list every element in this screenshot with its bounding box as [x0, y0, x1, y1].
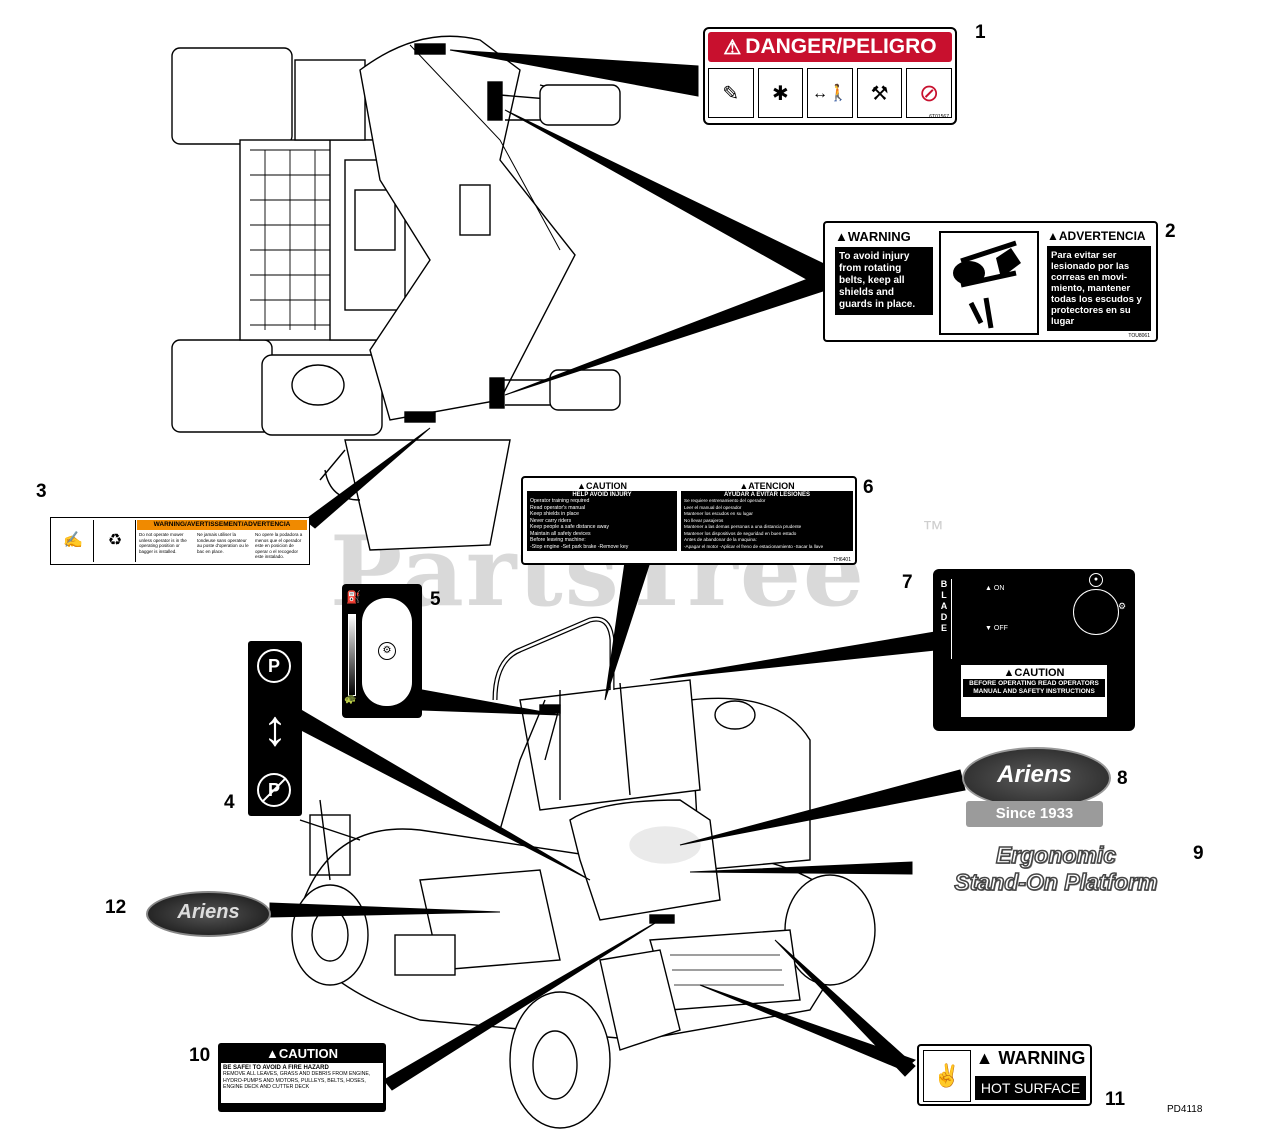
warning-triangle-icon: ▲ — [1047, 229, 1059, 243]
fire-caution-title: ▲CAUTION — [265, 1046, 339, 1061]
warning-triangle-icon: ⚠ — [723, 36, 742, 59]
callout-9: 9 — [1193, 843, 1204, 864]
fire-caution-body: BE SAFE! TO AVOID A FIRE HAZARD REMOVE A… — [221, 1063, 383, 1103]
op-text-fr: Ne jamais utiliser la tondeuse sans oper… — [197, 532, 249, 554]
no-foot-icon: ⊘ — [906, 68, 952, 118]
decal-hot-surface: ✌ ▲ WARNING HOT SURFACE — [917, 1044, 1092, 1106]
engine-icon: ⚙ — [378, 642, 396, 660]
caution-en-sub: HELP AVOID INJURY — [572, 492, 632, 498]
read-manual-icon: ✎ — [708, 68, 754, 118]
decal-fire-hazard: ▲CAUTION BE SAFE! TO AVOID A FIRE HAZARD… — [218, 1043, 386, 1112]
fuel-icon: ⛽ — [346, 590, 361, 604]
blade-bracket — [951, 579, 952, 659]
decal-ariens-oval: Ariens — [146, 891, 271, 937]
since-1933: Since 1933 — [966, 801, 1103, 827]
callout-7: 7 — [902, 572, 913, 593]
warning-triangle-icon: ▲ — [835, 229, 848, 244]
ariens-oval-text: Ariens — [177, 901, 240, 923]
blade-caution-text: BEFORE OPERATING READ OPERATORS MANUAL A… — [963, 679, 1105, 697]
blade-on: ▲ ON — [985, 585, 1005, 592]
callout-5: 5 — [430, 589, 441, 610]
warning-triangle-icon: ▲ — [1003, 667, 1015, 679]
decal-park-brake: P ↕ P — [248, 641, 302, 816]
warning-triangle-icon: ▲ — [739, 481, 749, 491]
throttle-ramp-icon — [348, 614, 356, 696]
hot-surface-text: HOT SURFACE — [975, 1076, 1086, 1100]
op-text-en: Do not operate mower unless operator is … — [139, 532, 187, 554]
watermark-tm: ™ — [922, 516, 944, 541]
decal-ariens-badge: Ariens Since 1933 — [962, 747, 1111, 829]
blade-side-label: BLADE — [940, 579, 948, 633]
remove-key-icon: ⚒ — [856, 68, 903, 118]
ergonomic-line1: Ergonomic — [995, 841, 1117, 869]
callout-6: 6 — [863, 477, 874, 498]
callout-2: 2 — [1165, 221, 1176, 242]
callout-8: 8 — [1117, 768, 1128, 789]
caution-es: ▲ATENCION AYUDAR A EVITAR LESIONES Se re… — [681, 481, 853, 551]
decal2-code: TOU8061 — [1128, 333, 1150, 339]
belt-warning-right: ▲ADVERTENCIA Para evitar ser lesionado p… — [1047, 229, 1151, 331]
blade-caution-box: ▲CAUTION BEFORE OPERATING READ OPERATORS… — [961, 665, 1107, 717]
decal-operator-presence: ✍ ♻ WARNING/AVERTISSEMENT/ADVERTENCIA Do… — [50, 517, 310, 565]
blade-off: ▼ OFF — [985, 625, 1008, 632]
decal-caution-bilingual: ▲CAUTION HELP AVOID INJURY Operator trai… — [521, 476, 857, 565]
keep-away-icon: ↔🚶 — [807, 68, 853, 118]
engine-start-icon: ⚙ — [1118, 601, 1127, 611]
op-text-es: No opere la podadora a menos que el oper… — [255, 532, 303, 559]
callout-11: 11 — [1105, 1089, 1126, 1110]
callout-12: 12 — [105, 897, 127, 918]
danger-header: ⚠ DANGER/PELIGRO — [708, 32, 952, 62]
decal-throttle: ⛽ 🐢 ⚙ — [342, 584, 422, 718]
no-park-icon: P — [257, 773, 291, 807]
callout-10: 10 — [189, 1045, 211, 1066]
op-warning-header: WARNING/AVERTISSEMENT/ADVERTENCIA — [137, 520, 307, 530]
hot-warning-title: ▲ WARNING — [975, 1048, 1086, 1068]
belt-pictogram — [939, 231, 1039, 335]
part-id: PD4118 — [1167, 1104, 1203, 1115]
warning-triangle-icon: ▲ — [577, 481, 586, 491]
caution-es-sub: AYUDAR A EVITAR LESIONES — [724, 492, 810, 498]
decal-danger: ⚠ DANGER/PELIGRO ✎ ✱ ↔🚶 ⚒ ⊘ 6T01567 — [703, 27, 957, 125]
warning-triangle-icon: ▲ — [975, 1048, 994, 1068]
decal-belt-warning: ▲WARNING To avoid injury from rotating b… — [823, 221, 1158, 342]
belt-warning-left: ▲WARNING To avoid injury from rotating b… — [835, 229, 933, 315]
decal-blade-control: BLADE ▲ ON ▼ OFF ● ⚙ ▲CAUTION BEFORE OPE… — [933, 569, 1135, 731]
ariens-logo-text: Ariens — [997, 761, 1072, 788]
belt-warning-es-text: Para evitar ser lesionado por las correa… — [1047, 246, 1151, 331]
warning-triangle-icon: ▲ — [265, 1046, 279, 1061]
decal1-code: 6T01567 — [929, 114, 949, 120]
caution-en: ▲CAUTION HELP AVOID INJURY Operator trai… — [527, 481, 677, 551]
ergonomic-line2: Stand-On Platform — [954, 868, 1159, 896]
op-pictogram-2: ♻ — [95, 520, 136, 562]
park-icon: P — [257, 649, 291, 683]
key-small-icon: ● — [1089, 573, 1103, 587]
callout-4: 4 — [224, 792, 235, 813]
danger-pictograms: ✎ ✱ ↔🚶 ⚒ ⊘ — [708, 68, 952, 118]
op-pictogram-1: ✍ — [53, 520, 94, 562]
hot-hand-icon: ✌ — [923, 1050, 971, 1102]
rotating-belt-icon — [953, 240, 1021, 329]
double-arrow-icon: ↕ — [262, 700, 288, 756]
thrown-objects-icon: ✱ — [757, 68, 804, 118]
turtle-icon: 🐢 — [344, 694, 357, 705]
belt-warning-en-text: To avoid injury from rotating belts, kee… — [835, 247, 933, 315]
ignition-switch-icon — [1073, 589, 1119, 635]
callout-1: 1 — [975, 22, 986, 43]
decal6-code: TH6401 — [833, 557, 851, 563]
callout-3: 3 — [36, 481, 47, 502]
decal-ergonomic: Ergonomic Stand-On Platform — [916, 841, 1196, 896]
